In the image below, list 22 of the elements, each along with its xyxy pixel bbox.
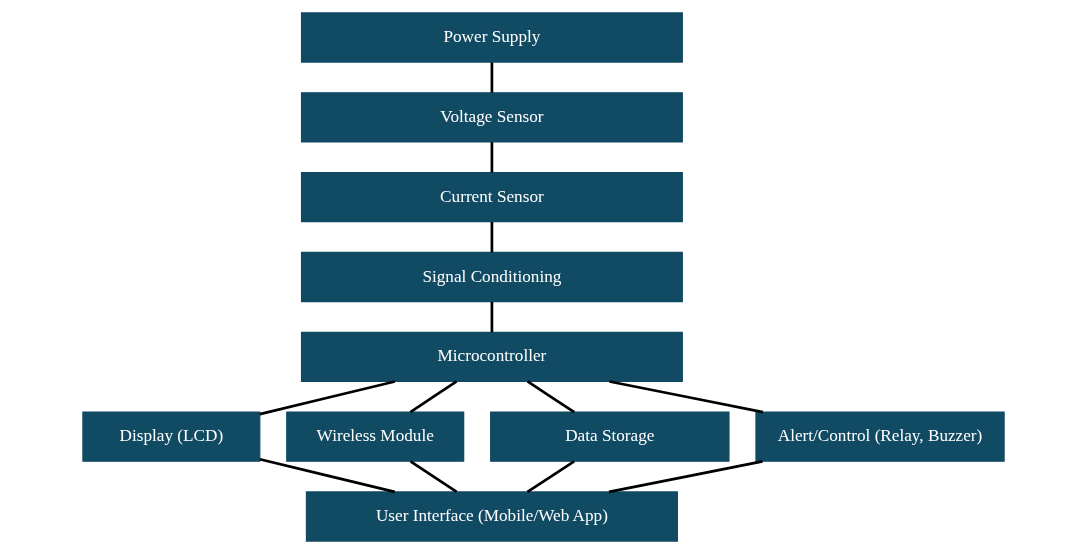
- connector: [490, 301, 493, 333]
- node-box: Microcontroller: [300, 331, 683, 382]
- node-box: Display (LCD): [81, 411, 260, 462]
- connector: [526, 460, 575, 494]
- connector: [490, 142, 493, 173]
- node-box: Current Sensor: [300, 172, 683, 223]
- node-box: Voltage Sensor: [300, 92, 683, 143]
- connector: [409, 380, 457, 414]
- node-box: Signal Conditioning: [300, 251, 683, 303]
- connector: [490, 62, 493, 93]
- connector: [409, 460, 457, 494]
- connector: [608, 460, 763, 494]
- node-box: Wireless Module: [285, 411, 464, 462]
- connector: [259, 380, 395, 416]
- node-box: Data Storage: [489, 411, 730, 462]
- connector: [608, 380, 763, 414]
- connector: [526, 380, 575, 414]
- connector: [490, 222, 493, 253]
- connector: [258, 457, 395, 494]
- node-box: Power Supply: [300, 12, 683, 63]
- node-box: User Interface (Mobile/Web App): [305, 491, 678, 542]
- node-box: Alert/Control (Relay, Buzzer): [754, 411, 1005, 462]
